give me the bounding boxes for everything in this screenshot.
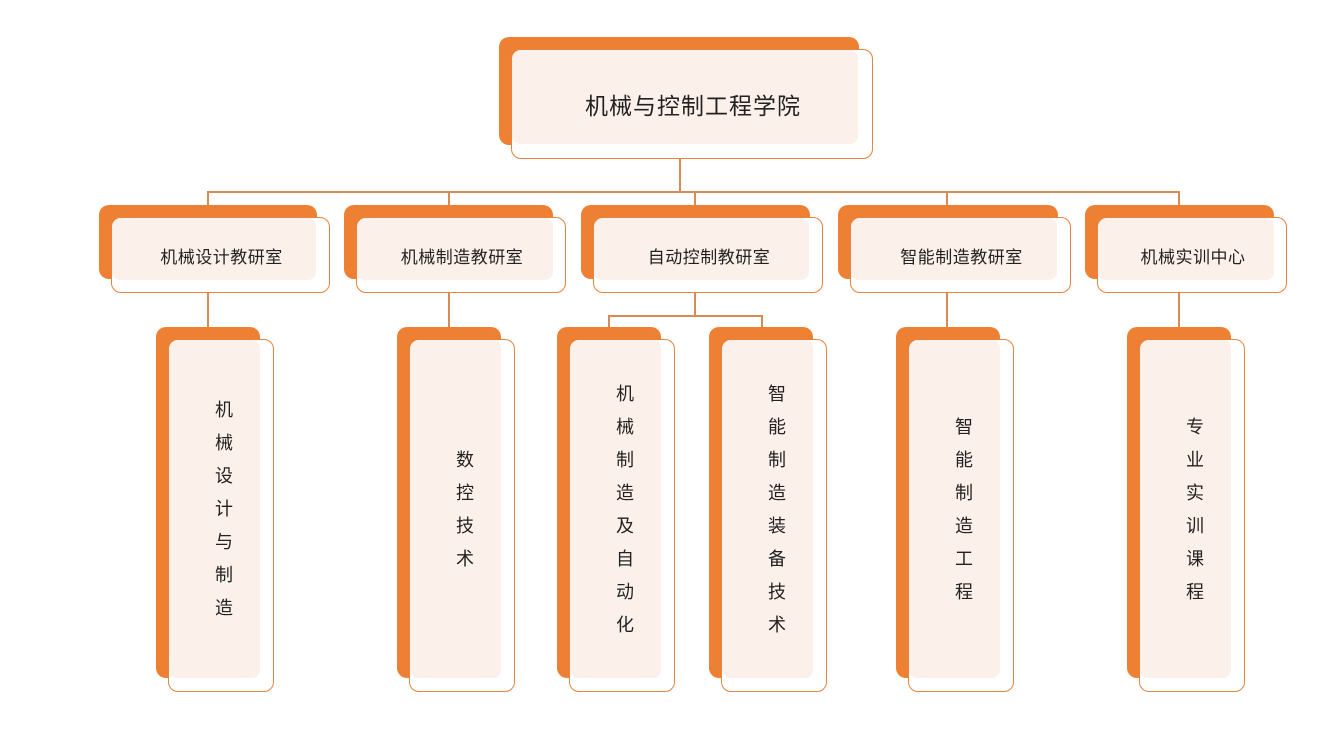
leaf-node-label: 机械设计与制造 [212, 400, 233, 631]
leaf-node-label: 专业实训课程 [1183, 416, 1204, 615]
dept-node-label: 智能制造教研室 [900, 247, 1023, 268]
connector-dept-2 [448, 191, 450, 207]
dept-node-label: 机械设计教研室 [160, 247, 283, 268]
connector-dept-3 [694, 191, 696, 207]
connector-leaf-5 [1178, 292, 1180, 328]
leaf-node-label: 智能制造工程 [952, 416, 973, 615]
connector-dept-bus [207, 191, 1179, 193]
connector-leaf-3a [608, 315, 610, 328]
dept-node-label: 机械实训中心 [1140, 247, 1246, 268]
connector-dept3-down [694, 292, 696, 316]
connector-dept-5 [1178, 191, 1180, 207]
connector-leaf-bus-3 [608, 315, 762, 317]
connector-leaf-3b [761, 315, 763, 328]
leaf-node-label: 数控技术 [453, 449, 474, 582]
connector-root-down [679, 157, 681, 192]
leaf-node-label: 机械制造及自动化 [613, 383, 634, 648]
dept-node-label: 自动控制教研室 [647, 247, 771, 268]
connector-leaf-1 [207, 292, 209, 328]
root-node-label: 机械与控制工程学院 [585, 94, 801, 120]
connector-leaf-2 [448, 292, 450, 328]
dept-node-label: 机械制造教研室 [400, 247, 524, 268]
connector-dept-4 [946, 191, 948, 207]
connector-dept-1 [207, 191, 209, 207]
leaf-node-label: 智能制造装备技术 [765, 383, 786, 648]
connector-leaf-4 [946, 292, 948, 328]
